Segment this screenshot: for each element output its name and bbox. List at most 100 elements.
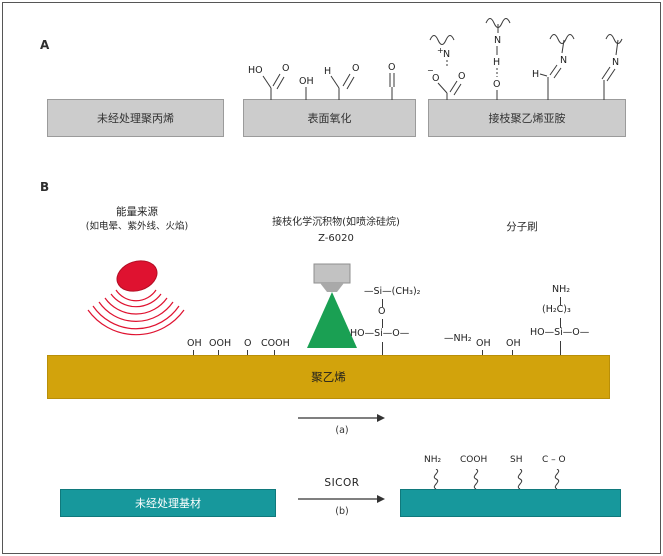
untreated-pp-label: 未经处理聚丙烯 (97, 112, 174, 125)
imine2-structure: N (601, 34, 623, 100)
arrow-a-icon (298, 414, 385, 422)
treated-group-sh: SH (510, 455, 523, 465)
arrow-head (377, 495, 385, 503)
hbond-h-atom: H (493, 57, 500, 68)
step-a-label: (a) (335, 425, 349, 436)
imine-n-atom: N (560, 55, 567, 66)
bond-stem (560, 297, 561, 305)
bond-stem (382, 319, 383, 328)
ammonium-plus-charge: + (437, 46, 444, 55)
silane-left-row2: O (378, 306, 386, 317)
bond-stem (218, 350, 219, 355)
oxidized-surface-box: 表面氧化 (243, 99, 416, 137)
bond-line (346, 76, 355, 90)
tether-line (554, 469, 560, 489)
carboxylate-minus-charge: − (427, 66, 434, 75)
silane-left-row3: HO—Si—O— (350, 328, 410, 339)
bond-stem (482, 350, 483, 355)
bond-line (615, 39, 619, 56)
bond-line (330, 75, 340, 89)
molecular-brush-label: 分子刷 (506, 221, 538, 233)
tether-squiggle (517, 469, 523, 489)
treated-group-co: C – O (542, 455, 566, 465)
bond-stem (382, 342, 383, 355)
energy-wave-arc (98, 301, 174, 322)
sicor-process-label: SICOR (324, 477, 360, 489)
energy-waves-icon (87, 289, 185, 336)
hbond-o-atom: O (493, 79, 500, 90)
ammonium-carboxylate-structure: + N − O O (427, 35, 465, 100)
energy-wave-arc (104, 297, 168, 315)
panel-b-label: B (40, 180, 50, 194)
tether-squiggle (554, 469, 560, 489)
arrow-b-icon (298, 495, 385, 503)
bond-line (276, 76, 285, 90)
polyethylene-substrate-box: 聚乙烯 (47, 355, 610, 399)
treated-group-nh2: NH₂ (424, 455, 442, 465)
untreated-pp-box: 未经处理聚丙烯 (47, 99, 224, 137)
energy-wave-arc (110, 293, 162, 308)
surface-group-cooh: COOH (261, 338, 290, 349)
grafted-pei-label: 接枝聚乙烯亚胺 (488, 112, 566, 125)
spray-cone (307, 292, 357, 348)
untreated-substrate-box: 未经处理基材 (60, 489, 276, 517)
bond-line (549, 64, 558, 76)
silane-left-row1: —Si—(CH₃)₂ (364, 286, 421, 297)
bond-stem (274, 350, 275, 355)
oxidized-surface-label: 表面氧化 (307, 112, 352, 125)
energy-wave-arc (87, 309, 185, 336)
silane-right-row1: NH₂ (552, 284, 571, 295)
hydroxyl-atom: OH (299, 76, 314, 87)
tether-line (473, 469, 479, 489)
arrow-head (377, 414, 385, 422)
carboxylate-o-left-atom: O (432, 73, 439, 84)
deposition-code: Z-6020 (318, 233, 354, 244)
tether-squiggle (433, 469, 439, 489)
surface-group-o: O (244, 338, 252, 349)
bond-line (437, 82, 448, 94)
tether-line (433, 469, 439, 489)
silane-right-row2: (H₂C)₃ (542, 304, 571, 315)
bond-stem (193, 350, 194, 355)
treated-group-cooh: COOH (460, 455, 488, 465)
bond-line (601, 66, 611, 80)
hydrogen-bond-structure: N H O (485, 18, 511, 100)
carboxylate-o-right-atom: O (458, 71, 465, 82)
bond-stem (560, 341, 561, 355)
aldehyde-o-atom: O (352, 63, 359, 74)
tether-squiggle (473, 469, 479, 489)
panel-a-label: A (40, 38, 50, 52)
bond-line (553, 67, 562, 79)
polymer-squiggle (429, 35, 455, 45)
polymer-squiggle (605, 34, 623, 44)
surface-group-ooh: OOH (209, 338, 232, 349)
ammonium-n-atom: N (443, 49, 450, 60)
bond-line (449, 80, 458, 93)
carboxyl-group-structure: HO O (248, 63, 289, 100)
energy-wave-arc (92, 305, 180, 330)
aldehyde-group-structure: H O (324, 63, 359, 100)
bond-stem (512, 350, 513, 355)
carboxyl-ho-atom: HO (248, 65, 263, 76)
untreated-substrate-label: 未经处理基材 (135, 497, 201, 510)
nozzle-tip (320, 283, 344, 292)
surface-group-oh-right1: OH (476, 338, 491, 349)
silane-right-row3: HO—Si—O— (530, 327, 590, 338)
imine-h-atom: H (532, 69, 539, 80)
treated-substrate-box (400, 489, 621, 517)
deposition-title: 接枝化学沉积物(如喷涂硅烷) (272, 217, 400, 228)
polymer-squiggle (549, 34, 575, 44)
imine2-n-atom: N (612, 57, 619, 68)
hbond-n-atom: N (494, 35, 501, 46)
tether-line (517, 469, 523, 489)
bond-line (342, 73, 351, 87)
bond-line (606, 68, 616, 82)
bond-line (539, 73, 548, 77)
bond-stem (382, 299, 383, 307)
energy-source-title: 能量来源 (116, 206, 158, 218)
surface-group-oh-right2: OH (506, 338, 521, 349)
spray-nozzle-icon (307, 263, 357, 348)
ketone-group-structure: O (388, 62, 395, 100)
